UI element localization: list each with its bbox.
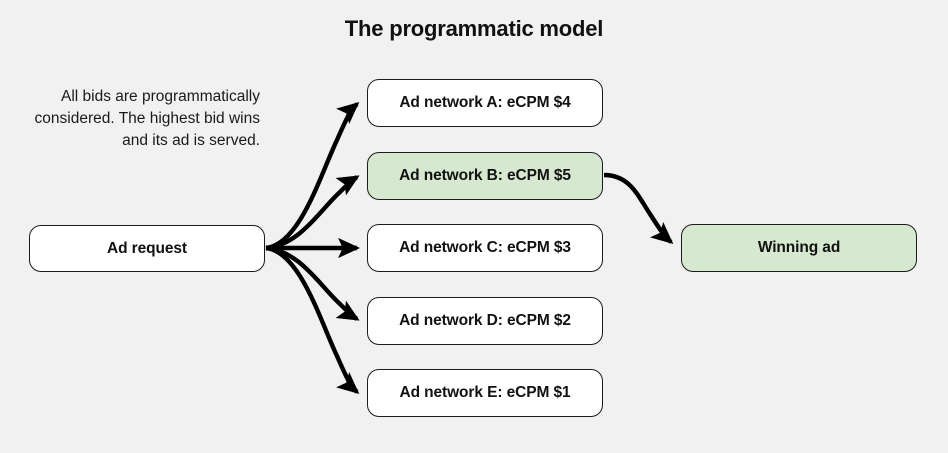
node-ad-network-e[interactable]: Ad network E: eCPM $1 [367,369,603,417]
edge-ad-request-to-network-a [265,101,360,251]
edge-ad-request-to-network-d [265,245,360,321]
edge-ad-request-to-network-e [265,245,360,395]
edge-ad-request-to-network-b [265,175,360,251]
page-title: The programmatic model [344,16,604,41]
edge-network-b-to-winning-ad [603,172,674,245]
node-ad-network-d[interactable]: Ad network D: eCPM $2 [367,297,603,345]
node-ad-network-c[interactable]: Ad network C: eCPM $3 [367,224,603,272]
description-text: All bids are programmatically considered… [34,88,260,149]
node-ad-request[interactable]: Ad request [29,225,265,272]
node-ad-network-a[interactable]: Ad network A: eCPM $4 [367,79,603,127]
node-ad-network-b[interactable]: Ad network B: eCPM $5 [367,152,603,200]
node-winning-ad[interactable]: Winning ad [681,224,917,272]
